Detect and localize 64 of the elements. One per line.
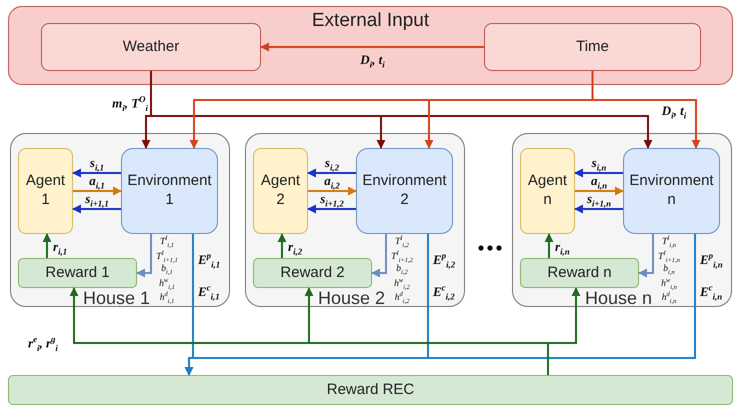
node-label: Reward 1: [45, 264, 110, 282]
arrow: [73, 186, 122, 196]
arrow: [547, 287, 580, 375]
house-panel: [512, 133, 732, 307]
edge-label: s$_{i,1}$: [90, 156, 104, 172]
input-box: [484, 23, 701, 71]
arrow: [574, 204, 623, 214]
arrow: [72, 168, 121, 178]
node-label: Environment 2: [361, 172, 448, 210]
edge-label: s$_{i,n}$: [592, 156, 606, 172]
edge-label: D$_{i}$, t$_{i}$: [360, 53, 385, 70]
agent-box: [253, 148, 308, 234]
agent-box: [18, 148, 73, 234]
reward-box: [520, 258, 639, 288]
environment-box: [121, 148, 218, 234]
arrow: [278, 233, 286, 258]
node-label: Reward REC: [326, 380, 414, 400]
input-box: [41, 23, 261, 71]
arrow: [308, 186, 357, 196]
node-label: Agent 1: [24, 172, 66, 210]
node-label: Environment n: [628, 172, 715, 210]
environment-box: [356, 148, 453, 234]
node-label: Weather: [122, 38, 180, 56]
edge-label: s$_{i,2}$: [324, 156, 340, 172]
agent-box: [520, 148, 575, 234]
edge-label: a$_{i,n}$: [590, 174, 608, 190]
edge-label: D$_{i}$, t$_{i}$: [662, 104, 686, 120]
house-label: House n: [585, 287, 652, 310]
house-label: House 1: [83, 287, 150, 310]
reward-box: [18, 258, 137, 288]
edge-label: r$_{i,2}$: [288, 240, 302, 256]
edge-label: r$_{i,1}$: [53, 240, 68, 256]
arrow: [136, 234, 152, 278]
house-label: House 2: [318, 287, 386, 310]
arrow: [638, 234, 654, 278]
arrow: [42, 233, 52, 258]
arrow: [371, 234, 387, 278]
edge-label: s$_{i+1,n}$: [586, 192, 612, 208]
edge-label: r$_{i,n}$: [555, 240, 570, 256]
edge-label: a$_{i,1}$: [89, 174, 105, 190]
edge-label: a$_{i,2}$: [324, 174, 340, 190]
arrow: [72, 204, 121, 214]
environment-box: [623, 148, 720, 234]
arrow: [184, 234, 696, 376]
node-label: Environment 1: [126, 172, 213, 210]
house-panel: [245, 133, 465, 307]
node-label: Agent 2: [260, 172, 302, 210]
reward-box: [253, 258, 372, 288]
arrow: [575, 186, 624, 196]
arrow: [574, 168, 623, 178]
group-panel: [8, 6, 733, 85]
house-panel: [10, 133, 230, 307]
arrow: [260, 42, 484, 52]
reward-box: [8, 375, 733, 405]
arrow: [544, 233, 554, 258]
node-label: Reward n: [547, 264, 612, 282]
edge-label: s$_{i+1,2}$: [320, 192, 344, 208]
node-label: Reward 2: [280, 264, 345, 282]
node-label: Time: [576, 38, 609, 56]
group-title: External Input: [312, 9, 430, 33]
node-label: Agent n: [526, 172, 568, 210]
edge-label: s$_{i+1,1}$: [85, 192, 109, 208]
arrow: [307, 168, 356, 178]
arrow: [307, 204, 356, 214]
